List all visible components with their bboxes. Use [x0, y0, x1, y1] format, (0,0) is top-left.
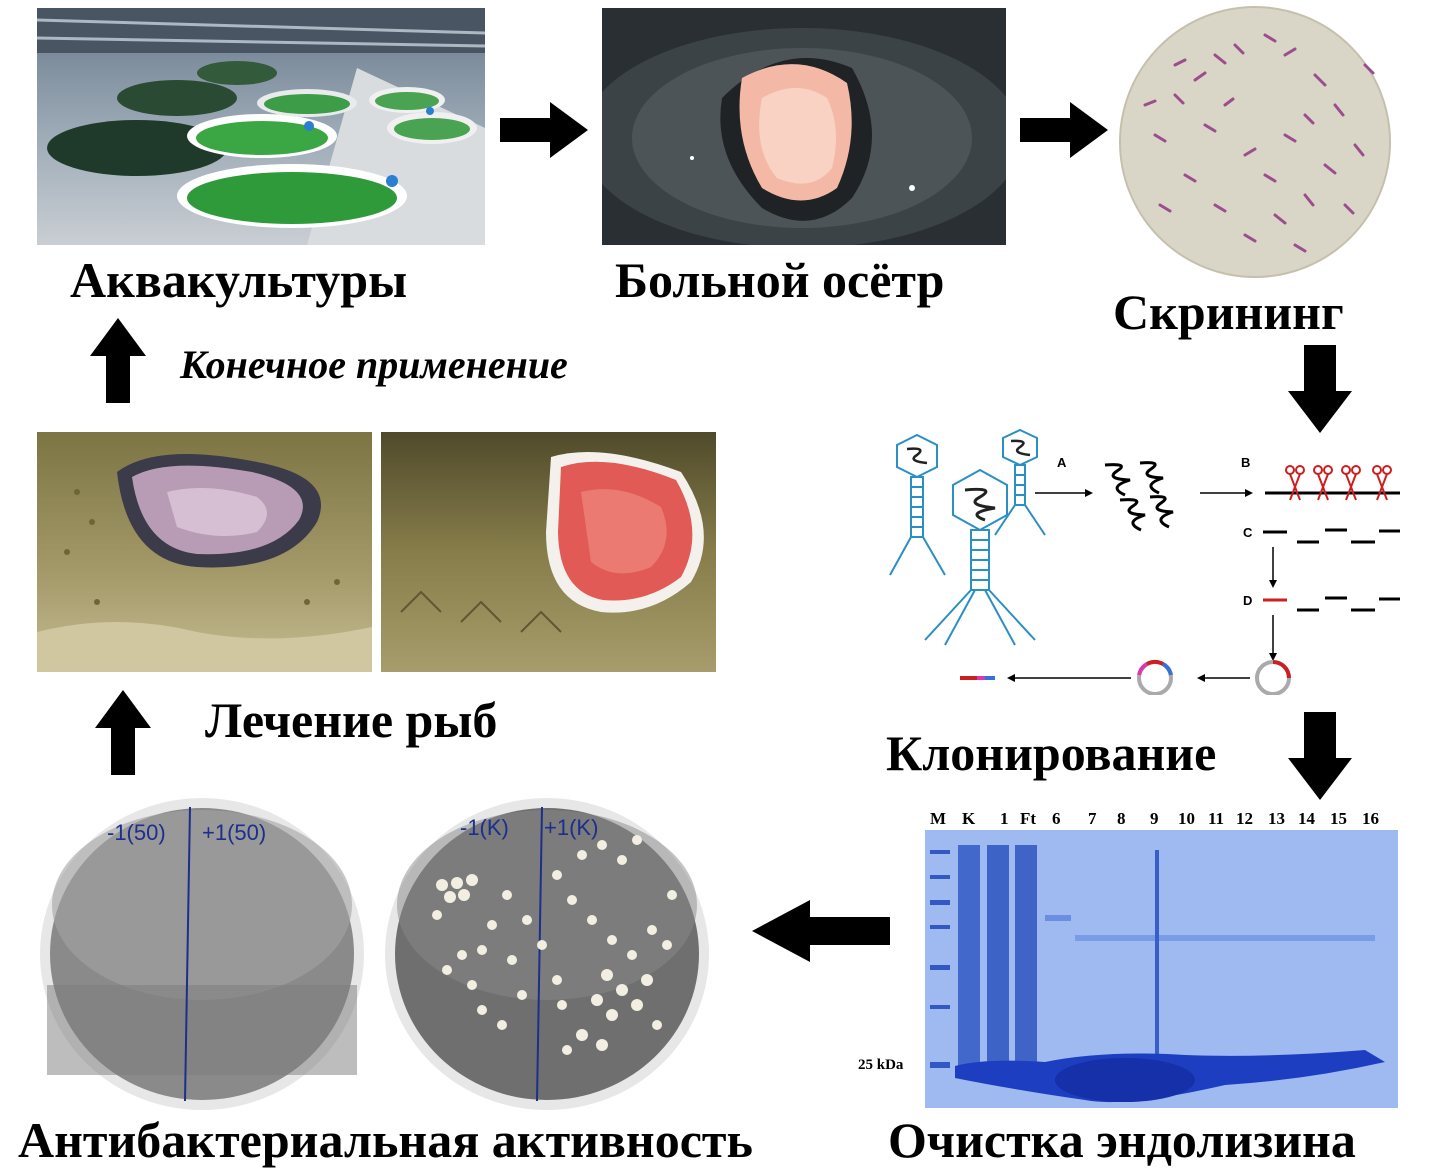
arrow-right-1	[500, 102, 588, 158]
sds-page-gel	[925, 830, 1398, 1108]
control-plate-left-label: -1(50)	[107, 820, 166, 845]
aquaculture-label: Аквакультуры	[70, 252, 408, 308]
arrow-right-2	[1020, 102, 1108, 158]
arrow-up-2	[95, 690, 151, 775]
gel-lane-13: 13	[1268, 809, 1285, 828]
final-application-label: Конечное применение	[180, 342, 568, 387]
arrow-up-1	[90, 318, 146, 403]
gel-lane-m: M	[930, 809, 947, 828]
treated-plate-right-label: +1(K)	[544, 815, 598, 840]
sick-sturgeon-label: Больной осётр	[615, 252, 945, 308]
treated-plate-left-label: -1(K)	[460, 815, 509, 840]
aquaculture-photo	[37, 8, 485, 245]
arrow-down-2	[1288, 712, 1352, 800]
antibacterial-activity-label: Антибактериальная активность	[18, 1112, 753, 1168]
scheme-step-a: A	[1057, 455, 1067, 470]
fish-treatment-label: Лечение рыб	[205, 692, 498, 748]
screening-label: Скрининг	[1113, 284, 1344, 340]
scheme-step-c: C	[1243, 525, 1253, 540]
control-plate-photo: -1(50) +1(50)	[37, 795, 367, 1113]
scheme-step-d: D	[1243, 593, 1252, 608]
control-plate-right-label: +1(50)	[202, 820, 266, 845]
gel-lane-6: 6	[1052, 809, 1061, 828]
gel-lane-1: 1	[1000, 809, 1009, 828]
gel-lane-7: 7	[1088, 809, 1097, 828]
gel-lane-12: 12	[1236, 809, 1253, 828]
gel-lane-14: 14	[1298, 809, 1315, 828]
gel-lane-16: 16	[1362, 809, 1379, 828]
cloning-scheme: A B C D	[889, 428, 1400, 695]
gel-lane-k: K	[962, 809, 976, 828]
gel-lane-15: 15	[1330, 809, 1347, 828]
fish-wound-before-photo	[37, 432, 372, 672]
cloning-label: Клонирование	[886, 725, 1217, 781]
gel-lane-ft: Ft	[1020, 809, 1037, 828]
gel-lane-8: 8	[1117, 809, 1126, 828]
scheme-step-b: B	[1241, 455, 1250, 470]
gel-lane-10: 10	[1178, 809, 1195, 828]
microscopy-photo	[1115, 5, 1395, 280]
endolysin-purification-label: Очистка эндолизина	[888, 1112, 1356, 1168]
sick-sturgeon-photo	[602, 8, 1006, 245]
treated-plate-photo: -1(K) +1(K)	[382, 795, 712, 1113]
fish-wound-after-photo	[381, 432, 716, 672]
arrow-down-1	[1288, 345, 1352, 433]
gel-lane-11: 11	[1208, 809, 1225, 828]
gel-marker-label: 25 kDa	[858, 1057, 904, 1073]
gel-lane-9: 9	[1150, 809, 1159, 828]
arrow-left-1	[752, 900, 890, 962]
